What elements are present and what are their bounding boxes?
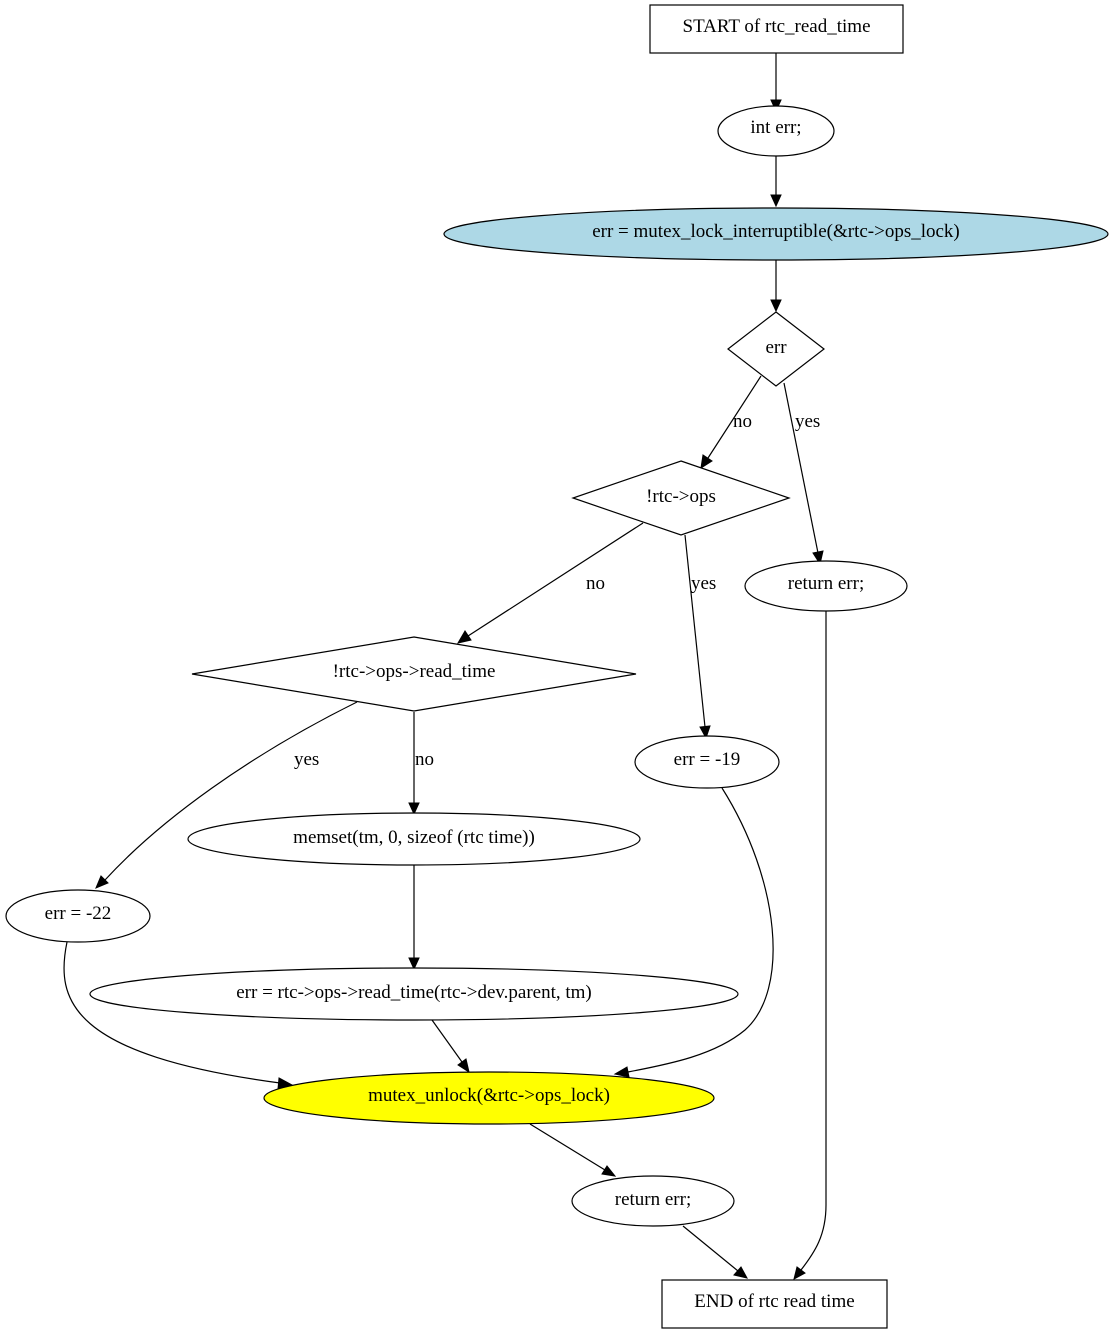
edge-label-read-no: no — [415, 749, 434, 770]
edge-read-call-to-unlock — [431, 1019, 463, 1063]
cond-read-diamond — [191, 636, 637, 712]
ret-err2-ellipse — [571, 1175, 735, 1227]
decl-node: int err; — [717, 105, 835, 157]
lock-ellipse — [443, 207, 1109, 261]
arrowhead — [408, 957, 420, 971]
edge-label-ops-yes: yes — [691, 573, 716, 594]
arrowhead — [699, 725, 711, 740]
memset-ellipse — [187, 812, 641, 866]
cond-err-diamond — [727, 311, 825, 387]
err19-node: err = -19 — [634, 735, 780, 789]
memset-label: memset(tm, 0, sizeof (rtc time)) — [293, 827, 535, 848]
end-label: END of rtc read time — [694, 1291, 854, 1312]
edge-err22-to-unlock — [63, 941, 281, 1084]
arrowhead — [457, 1058, 470, 1074]
edge-ret-err1-to-end — [800, 611, 827, 1271]
unlock-node: mutex_unlock(&rtc->ops_lock) — [263, 1071, 715, 1125]
end-box — [661, 1279, 888, 1329]
ret-err2-node: return err; — [571, 1175, 735, 1227]
arrowhead — [700, 454, 713, 470]
cond-ops-diamond — [571, 460, 791, 536]
arrowhead — [770, 194, 782, 208]
err22-ellipse — [5, 889, 151, 943]
start-label: START of rtc_read_time — [683, 16, 871, 37]
cond-err-node: err — [727, 311, 825, 387]
ret-err2-label: return err; — [615, 1189, 691, 1210]
start-box — [649, 4, 904, 54]
edge-label-ops-no: no — [586, 573, 605, 594]
decl-ellipse — [717, 105, 835, 157]
edge-read-yes — [104, 701, 358, 881]
edge-label-read-yes: yes — [294, 749, 319, 770]
read-call-label: err = rtc->ops->read_time(rtc->dev.paren… — [236, 982, 592, 1003]
arrowhead — [408, 802, 420, 816]
lock-label: err = mutex_lock_interruptible(&rtc->ops… — [592, 221, 960, 242]
read-call-node: err = rtc->ops->read_time(rtc->dev.paren… — [89, 967, 739, 1021]
arrowhead — [601, 1165, 617, 1177]
err19-label: err = -19 — [674, 749, 741, 770]
edge-labels: no yes no yes yes no — [294, 411, 820, 770]
edge-ops-yes — [684, 534, 706, 728]
arrowhead — [95, 875, 109, 889]
arrowhead — [456, 630, 472, 644]
cond-err-label: err — [765, 337, 787, 358]
unlock-label: mutex_unlock(&rtc->ops_lock) — [368, 1085, 610, 1106]
arrowhead — [733, 1266, 748, 1279]
start-node: START of rtc_read_time — [649, 4, 904, 54]
edge-err19-to-unlock — [627, 787, 774, 1073]
decl-label: int err; — [750, 117, 801, 138]
arrowhead — [613, 1066, 630, 1078]
ret-err1-ellipse — [744, 560, 908, 612]
err22-label: err = -22 — [45, 903, 112, 924]
memset-node: memset(tm, 0, sizeof (rtc time)) — [187, 812, 641, 866]
ret-err1-node: return err; — [744, 560, 908, 612]
edge-ret-err2-to-end — [682, 1225, 739, 1272]
arrowhead — [770, 299, 782, 313]
cond-ops-label: !rtc->ops — [646, 486, 716, 507]
read-call-ellipse — [89, 967, 739, 1021]
ret-err1-label: return err; — [788, 573, 864, 594]
edge-ops-no — [467, 522, 644, 637]
nodes: START of rtc_read_time int err; err = mu… — [5, 4, 1109, 1329]
edge-err-yes — [783, 382, 819, 554]
edge-label-err-yes: yes — [795, 411, 820, 432]
end-node: END of rtc read time — [661, 1279, 888, 1329]
cond-read-node: !rtc->ops->read_time — [191, 636, 637, 712]
edges — [63, 53, 827, 1280]
edge-err-no — [707, 375, 762, 459]
err19-ellipse — [634, 735, 780, 789]
arrowhead — [793, 1266, 806, 1280]
edge-unlock-to-ret-err2 — [529, 1123, 606, 1171]
cond-ops-node: !rtc->ops — [571, 460, 791, 536]
lock-node: err = mutex_lock_interruptible(&rtc->ops… — [443, 207, 1109, 261]
err22-node: err = -22 — [5, 889, 151, 943]
edge-label-err-no: no — [733, 411, 752, 432]
unlock-ellipse — [263, 1071, 715, 1125]
cond-read-label: !rtc->ops->read_time — [333, 661, 496, 682]
